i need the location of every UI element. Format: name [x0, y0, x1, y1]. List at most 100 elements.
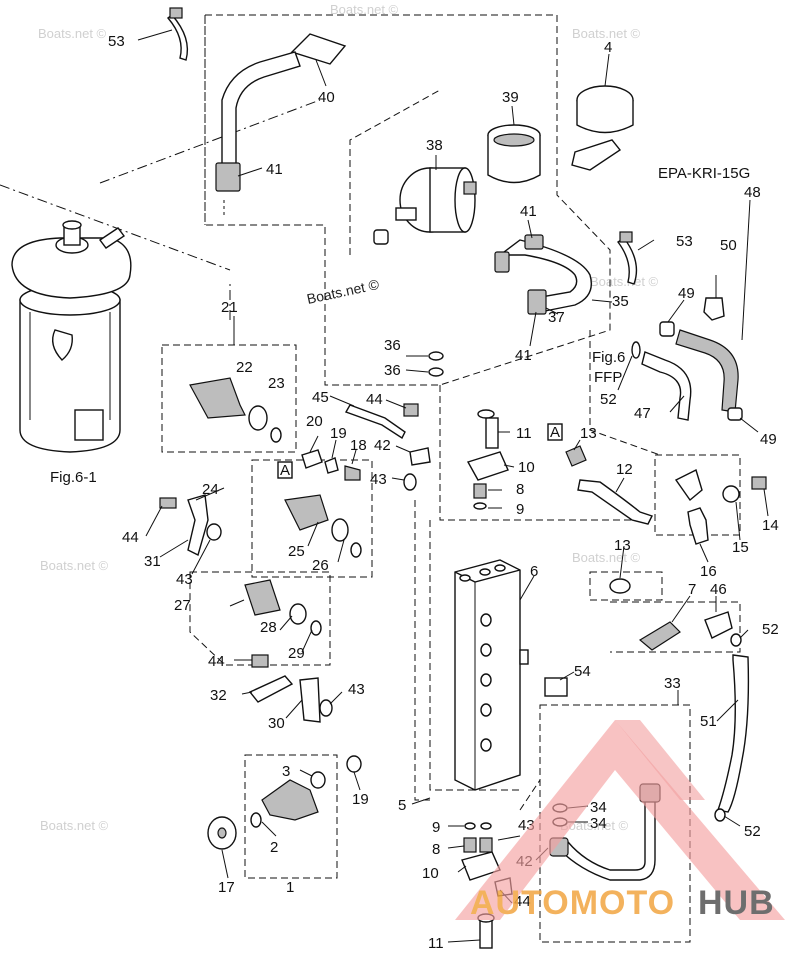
fig-6-1-label: Fig.6-1 — [50, 469, 97, 486]
callout-9-b: 9 — [432, 819, 440, 836]
callout-43-b: 43 — [176, 571, 193, 588]
callout-37: 37 — [548, 309, 565, 326]
callout-26: 26 — [312, 557, 329, 574]
callout-53-b: 53 — [676, 233, 693, 250]
callout-44-b: 44 — [122, 529, 139, 546]
callout-34-b: 34 — [590, 815, 607, 832]
view-marker-box-a — [277, 461, 293, 479]
callout-45: 45 — [312, 389, 329, 406]
callout-10-b: 10 — [422, 865, 439, 882]
callout-49-a: 49 — [678, 285, 695, 302]
callout-18: 18 — [350, 437, 367, 454]
callout-38: 38 — [426, 137, 443, 154]
upper-parts — [166, 7, 743, 421]
callout-13-a: 13 — [580, 425, 597, 442]
callout-19-b: 19 — [352, 791, 369, 808]
callout-39: 39 — [502, 89, 519, 106]
callout-52-a: 52 — [600, 391, 617, 408]
fig-6-label: Fig.6 — [592, 349, 625, 366]
callout-14: 14 — [762, 517, 779, 534]
callout-11-b: 11 — [428, 935, 444, 952]
watermark-5: Boats.net © — [40, 818, 109, 833]
watermark-3: Boats.net © — [572, 26, 641, 41]
callout-44-a: 44 — [366, 391, 383, 408]
callout-34-a: 34 — [590, 799, 607, 816]
ffp-label: FFP — [594, 369, 622, 386]
watermark-1: Boats.net © — [38, 26, 107, 41]
callout-52-c: 52 — [744, 823, 761, 840]
text-labels: EPA-KRI-15G Fig.6 FFP A A — [277, 165, 750, 479]
callout-41-c: 41 — [515, 347, 532, 364]
callout-27: 27 — [174, 597, 191, 614]
fuel-filter-assembly: Fig.6-1 — [11, 220, 132, 486]
watermark-2: Boats.net © — [330, 2, 399, 17]
callout-20: 20 — [306, 413, 323, 430]
callout-19-a: 19 — [330, 425, 347, 442]
callout-16: 16 — [700, 563, 717, 580]
callout-32: 32 — [210, 687, 227, 704]
callout-30: 30 — [268, 715, 285, 732]
callout-44-d: 44 — [514, 893, 531, 910]
watermark-4: Boats.net © — [40, 558, 109, 573]
callout-46: 46 — [710, 581, 727, 598]
callout-22: 22 — [236, 359, 253, 376]
callout-4: 4 — [604, 39, 612, 56]
callout-49-b: 49 — [760, 431, 777, 448]
callout-3: 3 — [282, 763, 290, 780]
callout-6: 6 — [530, 563, 538, 580]
callout-24: 24 — [202, 481, 219, 498]
callout-15: 15 — [732, 539, 749, 556]
view-marker-a-left: A — [280, 462, 290, 479]
callout-36-b: 36 — [384, 362, 401, 379]
callout-35: 35 — [612, 293, 629, 310]
callout-25: 25 — [288, 543, 305, 560]
callout-28: 28 — [260, 619, 277, 636]
callout-54: 54 — [574, 663, 591, 680]
callout-12: 12 — [616, 461, 633, 478]
watermark-7: Boats.net © — [590, 274, 659, 289]
callout-43-c: 43 — [348, 681, 365, 698]
watermark-9: Boats.net © — [305, 276, 381, 307]
right-lines — [549, 445, 767, 881]
callout-51: 51 — [700, 713, 717, 730]
brand-logo-text-part1: AUTOMOTO — [470, 884, 675, 922]
callout-44-c: 44 — [208, 653, 225, 670]
callout-47: 47 — [634, 405, 651, 422]
callout-50: 50 — [720, 237, 737, 254]
callout-23: 23 — [268, 375, 285, 392]
callout-29: 29 — [288, 645, 305, 662]
callout-9-a: 9 — [516, 501, 524, 518]
middle-fittings — [159, 377, 431, 850]
callout-2: 2 — [270, 839, 278, 856]
callout-41-b: 41 — [520, 203, 537, 220]
callout-8-b: 8 — [432, 841, 440, 858]
callout-42-a: 42 — [374, 437, 391, 454]
callout-numbers: 53 40 41 39 38 4 41 41 50 48 53 21 35 49… — [108, 33, 779, 952]
callout-7: 7 — [688, 581, 696, 598]
callout-10-a: 10 — [518, 459, 535, 476]
watermark-layer: Boats.net © Boats.net © Boats.net © Boat… — [38, 2, 659, 833]
callout-48: 48 — [744, 184, 761, 201]
callout-17: 17 — [218, 879, 235, 896]
callout-40: 40 — [318, 89, 335, 106]
callout-33: 33 — [664, 675, 681, 692]
callout-13-b: 13 — [614, 537, 631, 554]
callout-8-a: 8 — [516, 481, 524, 498]
fuel-manifold — [454, 409, 568, 949]
model-code-label: EPA-KRI-15G — [658, 165, 750, 182]
callout-1: 1 — [286, 879, 294, 896]
callout-43-a: 43 — [370, 471, 387, 488]
callout-21: 21 — [221, 299, 238, 316]
brand-logo-text-part2: HUB — [698, 884, 775, 922]
callout-36-a: 36 — [384, 337, 401, 354]
view-marker-box-b — [547, 423, 563, 441]
leader-lines — [137, 29, 769, 943]
callout-31: 31 — [144, 553, 161, 570]
callout-5: 5 — [398, 797, 406, 814]
callout-52-b: 52 — [762, 621, 779, 638]
callout-41-a: 41 — [266, 161, 283, 178]
callout-53-a: 53 — [108, 33, 125, 50]
automotohub-logo: AUTOMOTO HUB — [455, 720, 785, 922]
callout-11-a: 11 — [516, 425, 532, 442]
view-marker-a-right: A — [550, 424, 560, 441]
